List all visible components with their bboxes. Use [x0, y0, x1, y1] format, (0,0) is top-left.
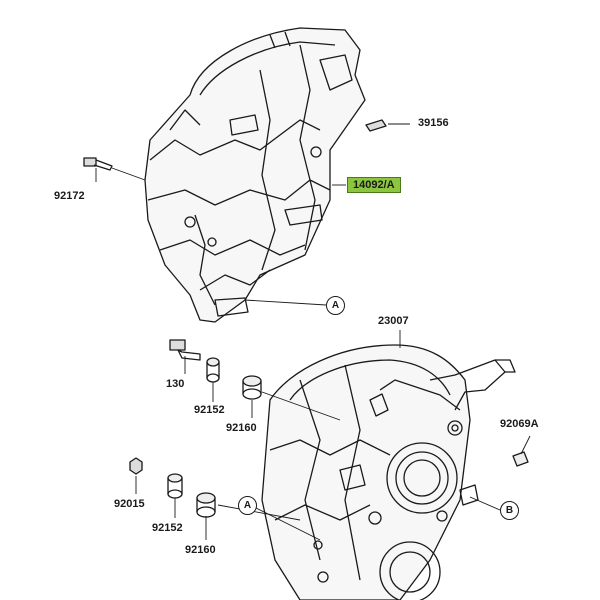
ref-marker-a-top: A	[326, 296, 345, 315]
part-label-92152-lower[interactable]: 92152	[152, 522, 183, 534]
engine-cover-drawing	[144, 27, 366, 323]
leader-lines	[95, 123, 531, 541]
collar-92152-upper-drawing	[206, 357, 220, 383]
collar-92152-lower-drawing	[167, 473, 183, 499]
part-label-92172[interactable]: 92172	[54, 190, 85, 202]
part-label-130[interactable]: 130	[166, 378, 185, 390]
part-label-92069A[interactable]: 92069A	[500, 418, 539, 430]
ref-marker-b: B	[500, 501, 519, 520]
housing-drawing	[261, 344, 516, 600]
part-label-14092A-highlighted[interactable]: 14092/A	[347, 177, 401, 193]
grommet-92160-lower-drawing	[196, 492, 216, 518]
grommet-92160-upper-drawing	[242, 375, 262, 400]
nut-92015-drawing	[129, 457, 143, 475]
part-label-92160-upper[interactable]: 92160	[226, 422, 257, 434]
part-label-92152-upper[interactable]: 92152	[194, 404, 225, 416]
part-label-92015[interactable]: 92015	[114, 498, 145, 510]
part-label-92160-lower[interactable]: 92160	[185, 544, 216, 556]
pin-drawing	[365, 119, 387, 132]
screw-92172-drawing	[83, 157, 113, 171]
bulb-92069A-drawing	[512, 451, 529, 467]
ref-marker-a-bottom: A	[238, 496, 257, 515]
part-label-23007[interactable]: 23007	[378, 315, 409, 327]
part-label-39156[interactable]: 39156	[418, 117, 449, 129]
bolt-130-drawing	[169, 339, 201, 361]
